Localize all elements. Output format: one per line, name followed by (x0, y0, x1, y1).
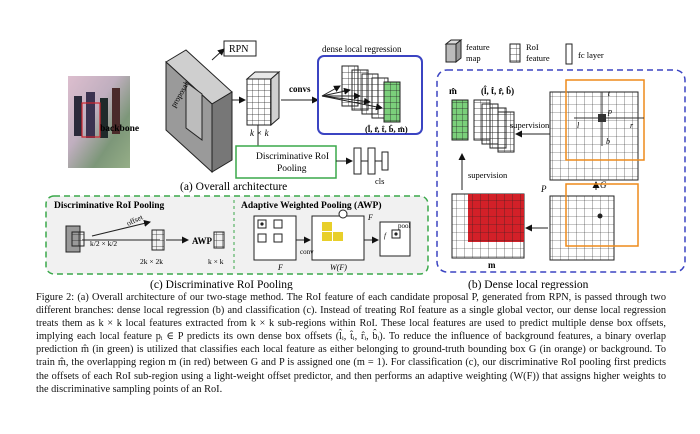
figure-caption: Figure 2: (a) Overall architecture of ou… (36, 291, 666, 396)
wf-label: W(F) (330, 263, 347, 272)
b-mask-grid (451, 193, 525, 259)
m-label: m (488, 260, 496, 270)
panel-b-frame (436, 69, 686, 273)
g-label: G (600, 180, 607, 190)
supervision-bottom-label: supervision (468, 170, 508, 180)
backbone-label: backbone (100, 124, 139, 134)
bi-label: b (606, 137, 610, 146)
rpn-label: RPN (229, 44, 248, 55)
panel-b-caption: (b) Dense local regression (468, 279, 589, 290)
backbone-feature-map (165, 49, 233, 174)
pi-label: p (607, 107, 612, 116)
regression-feature-stack (341, 65, 401, 123)
awp-diagram (253, 209, 411, 261)
conv-label: conv (300, 248, 314, 256)
legend (444, 38, 573, 65)
caption-text: Figure 2: (a) Overall architecture of ou… (36, 292, 666, 395)
b-proposal-grid (549, 183, 639, 261)
legend-roi-feature-2: feature (526, 53, 550, 63)
legend-fc-layer: fc layer (578, 50, 604, 60)
regression-outputs-label: (l̂, r̂, t̂, b̂, m̂) (365, 123, 408, 134)
fc-layers (353, 147, 389, 175)
roi-feature-grid (245, 70, 281, 127)
pool-label: pool (398, 222, 411, 230)
dense-local-regression-box (317, 55, 423, 135)
b-target-grid (549, 79, 645, 181)
convs-label: convs (289, 84, 311, 94)
li-label: l (577, 121, 580, 130)
drp-title: Discriminative RoI Pooling (54, 201, 165, 211)
input-image (68, 76, 130, 168)
panel-c-caption: (c) Discriminative RoI Pooling (150, 279, 293, 290)
awp-output (213, 231, 225, 249)
c-k-by-k-label: k × k (208, 257, 224, 266)
awp-label: AWP (192, 236, 213, 246)
disc-roi-pooling-box (235, 145, 337, 179)
m-hat-label: m̂ (449, 86, 457, 97)
ti-label: t (608, 89, 611, 98)
two-k-label: 2k × 2k (140, 257, 163, 266)
supervision-top-label: supervision (510, 120, 550, 130)
f1-label: f (384, 232, 387, 240)
dense-local-regression-label: dense local regression (322, 44, 402, 54)
panel-a-caption: (a) Overall architecture (180, 181, 287, 193)
disc-roi-pooling-label-1: Discriminative RoI (256, 152, 329, 162)
legend-roi-feature-1: RoI (526, 42, 539, 52)
figure-diagram: backbone proposal RPN k × k convs dense … (45, 38, 686, 290)
drp-diagram (65, 220, 189, 253)
k2-label: k/2 × k/2 (90, 239, 117, 248)
legend-feature-map-1: feature (466, 42, 490, 52)
p-label: P (540, 184, 547, 194)
k-by-k-label: k × k (250, 128, 270, 138)
disc-roi-pooling-label-2: Pooling (277, 164, 307, 174)
b-outputs-label: (l̂, t̂, r̂, b̂) (481, 85, 514, 96)
b-regression-stack (451, 99, 515, 153)
f-left-label: F (277, 263, 283, 272)
cls-label: cls (375, 176, 384, 186)
awp-title: Adaptive Weighted Pooling (AWP) (241, 200, 381, 211)
legend-feature-map-2: map (466, 53, 481, 63)
f-right-label: F (367, 213, 373, 222)
ri-label: r (630, 121, 634, 130)
